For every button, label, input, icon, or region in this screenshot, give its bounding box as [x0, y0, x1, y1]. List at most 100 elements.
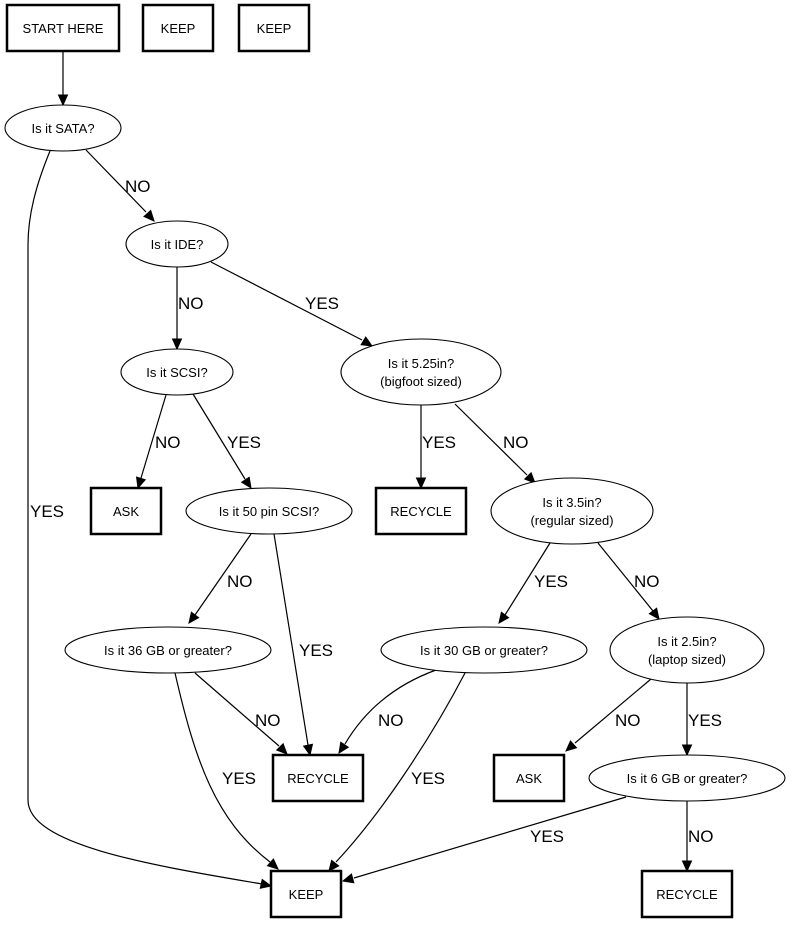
node-keep: KEEP [269, 869, 343, 919]
terminal-box [5, 3, 121, 53]
edge-label-no: NO [378, 711, 404, 730]
edge-label-no: NO [615, 711, 641, 730]
node-label: KEEP [289, 887, 324, 902]
arrow-head-icon [648, 607, 660, 620]
edge-line [174, 672, 271, 863]
node-ask2: ASK [492, 753, 566, 803]
arrow-head-icon [259, 878, 273, 889]
node-label: (bigfoot sized) [380, 374, 462, 389]
edge-line [504, 542, 551, 616]
arrow-head-icon [188, 611, 200, 624]
decision-ellipse [185, 487, 353, 535]
arrow-head-icon [523, 471, 536, 484]
arrow-head-icon [415, 477, 427, 490]
edge-line [210, 261, 363, 341]
node-label: Is it 30 GB or greater? [420, 643, 548, 658]
node-label: Is it 50 pin SCSI? [219, 504, 319, 519]
node-label: Is it IDE? [151, 237, 204, 252]
edge-line [27, 150, 263, 885]
node-label: Is it 5.25in? [388, 356, 455, 371]
node-label: ASK [113, 504, 139, 519]
edge-scsi-to-scsi50 [192, 393, 252, 490]
decision-ellipse [120, 348, 234, 396]
terminal-box [374, 486, 468, 536]
arrow-head-icon [275, 742, 288, 755]
arrow-head-icon [360, 336, 374, 347]
decision-ellipse [588, 754, 786, 802]
node-label: KEEP [257, 21, 292, 36]
node-label: ASK [516, 771, 542, 786]
node-keep-top1: KEEP [141, 3, 215, 53]
node-label: RECYCLE [287, 771, 349, 786]
node-scsi: Is it SCSI? [120, 348, 234, 396]
node-recycle3: RECYCLE [640, 869, 734, 919]
node-gb36: Is it 36 GB or greater? [64, 626, 272, 674]
arrow-head-icon [341, 873, 355, 884]
edge-label-yes: YES [222, 769, 256, 788]
node-gb6: Is it 6 GB or greater? [588, 754, 786, 802]
edge-line [335, 672, 466, 863]
terminal-box [141, 3, 215, 53]
terminal-box [269, 869, 343, 919]
edge-label-no: NO [503, 433, 529, 452]
edge-label-yes: YES [299, 641, 333, 660]
terminal-box [237, 3, 311, 53]
decision-ellipse [64, 626, 272, 674]
node-gb30: Is it 30 GB or greater? [380, 626, 588, 674]
edge-label-no: NO [227, 572, 253, 591]
edge-ide-to-scsi [171, 267, 183, 351]
node-label: (regular sized) [530, 513, 613, 528]
edge-line [273, 533, 309, 746]
terminal-box [640, 869, 734, 919]
edge-line [140, 394, 167, 479]
edge-gb6-to-recycle3 [681, 801, 693, 873]
node-label: Is it SCSI? [146, 365, 207, 380]
arrow-head-icon [328, 859, 340, 872]
node-label: Is it 3.5in? [542, 495, 601, 510]
node-label: START HERE [23, 21, 104, 36]
node-recycle1: RECYCLE [374, 486, 468, 536]
decision-ellipse [125, 220, 229, 268]
node-label: Is it 36 GB or greater? [104, 643, 232, 658]
arrow-head-icon [498, 611, 510, 624]
edge-line [194, 672, 280, 747]
edge-label-yes: YES [534, 572, 568, 591]
edge-gb36-to-keep [174, 672, 279, 870]
edge-gb6-to-keep [341, 796, 627, 884]
terminal-box [492, 753, 566, 803]
node-ide: Is it IDE? [125, 220, 229, 268]
node-label: Is it 2.5in? [657, 634, 716, 649]
arrow-head-icon [681, 860, 693, 873]
edge-in35-to-gb30 [498, 542, 551, 624]
edge-label-no: NO [125, 177, 151, 196]
arrow-head-icon [143, 209, 155, 222]
node-label: Is it SATA? [31, 121, 94, 136]
edge-in25-to-gb6 [681, 683, 693, 757]
node-label: Is it 6 GB or greater? [627, 771, 748, 786]
edge-line [344, 669, 437, 745]
edge-label-yes: YES [227, 433, 261, 452]
node-scsi50: Is it 50 pin SCSI? [185, 487, 353, 535]
edge-in525-to-recycle1 [415, 405, 427, 490]
edge-label-yes: YES [530, 827, 564, 846]
arrow-head-icon [57, 94, 69, 107]
arrow-head-icon [240, 476, 252, 490]
edge-gb30-to-keep [328, 672, 466, 872]
node-ask1: ASK [89, 486, 163, 536]
edge-label-yes: YES [305, 294, 339, 313]
edge-label-no: NO [255, 711, 281, 730]
edge-line [574, 678, 652, 744]
arrow-head-icon [135, 476, 147, 490]
terminal-box [89, 486, 163, 536]
edge-in35-to-in25 [597, 542, 660, 620]
edge-sata-to-ide [85, 149, 155, 222]
edge-line [597, 542, 654, 612]
arrow-head-icon [171, 338, 183, 351]
arrow-head-icon [565, 740, 578, 752]
decision-ellipse [609, 616, 765, 684]
node-start: START HERE [5, 3, 121, 53]
node-in525: Is it 5.25in? (bigfoot sized) [340, 338, 502, 406]
edge-scsi-to-ask1 [135, 394, 167, 490]
edge-sata-to-keep [27, 150, 273, 889]
